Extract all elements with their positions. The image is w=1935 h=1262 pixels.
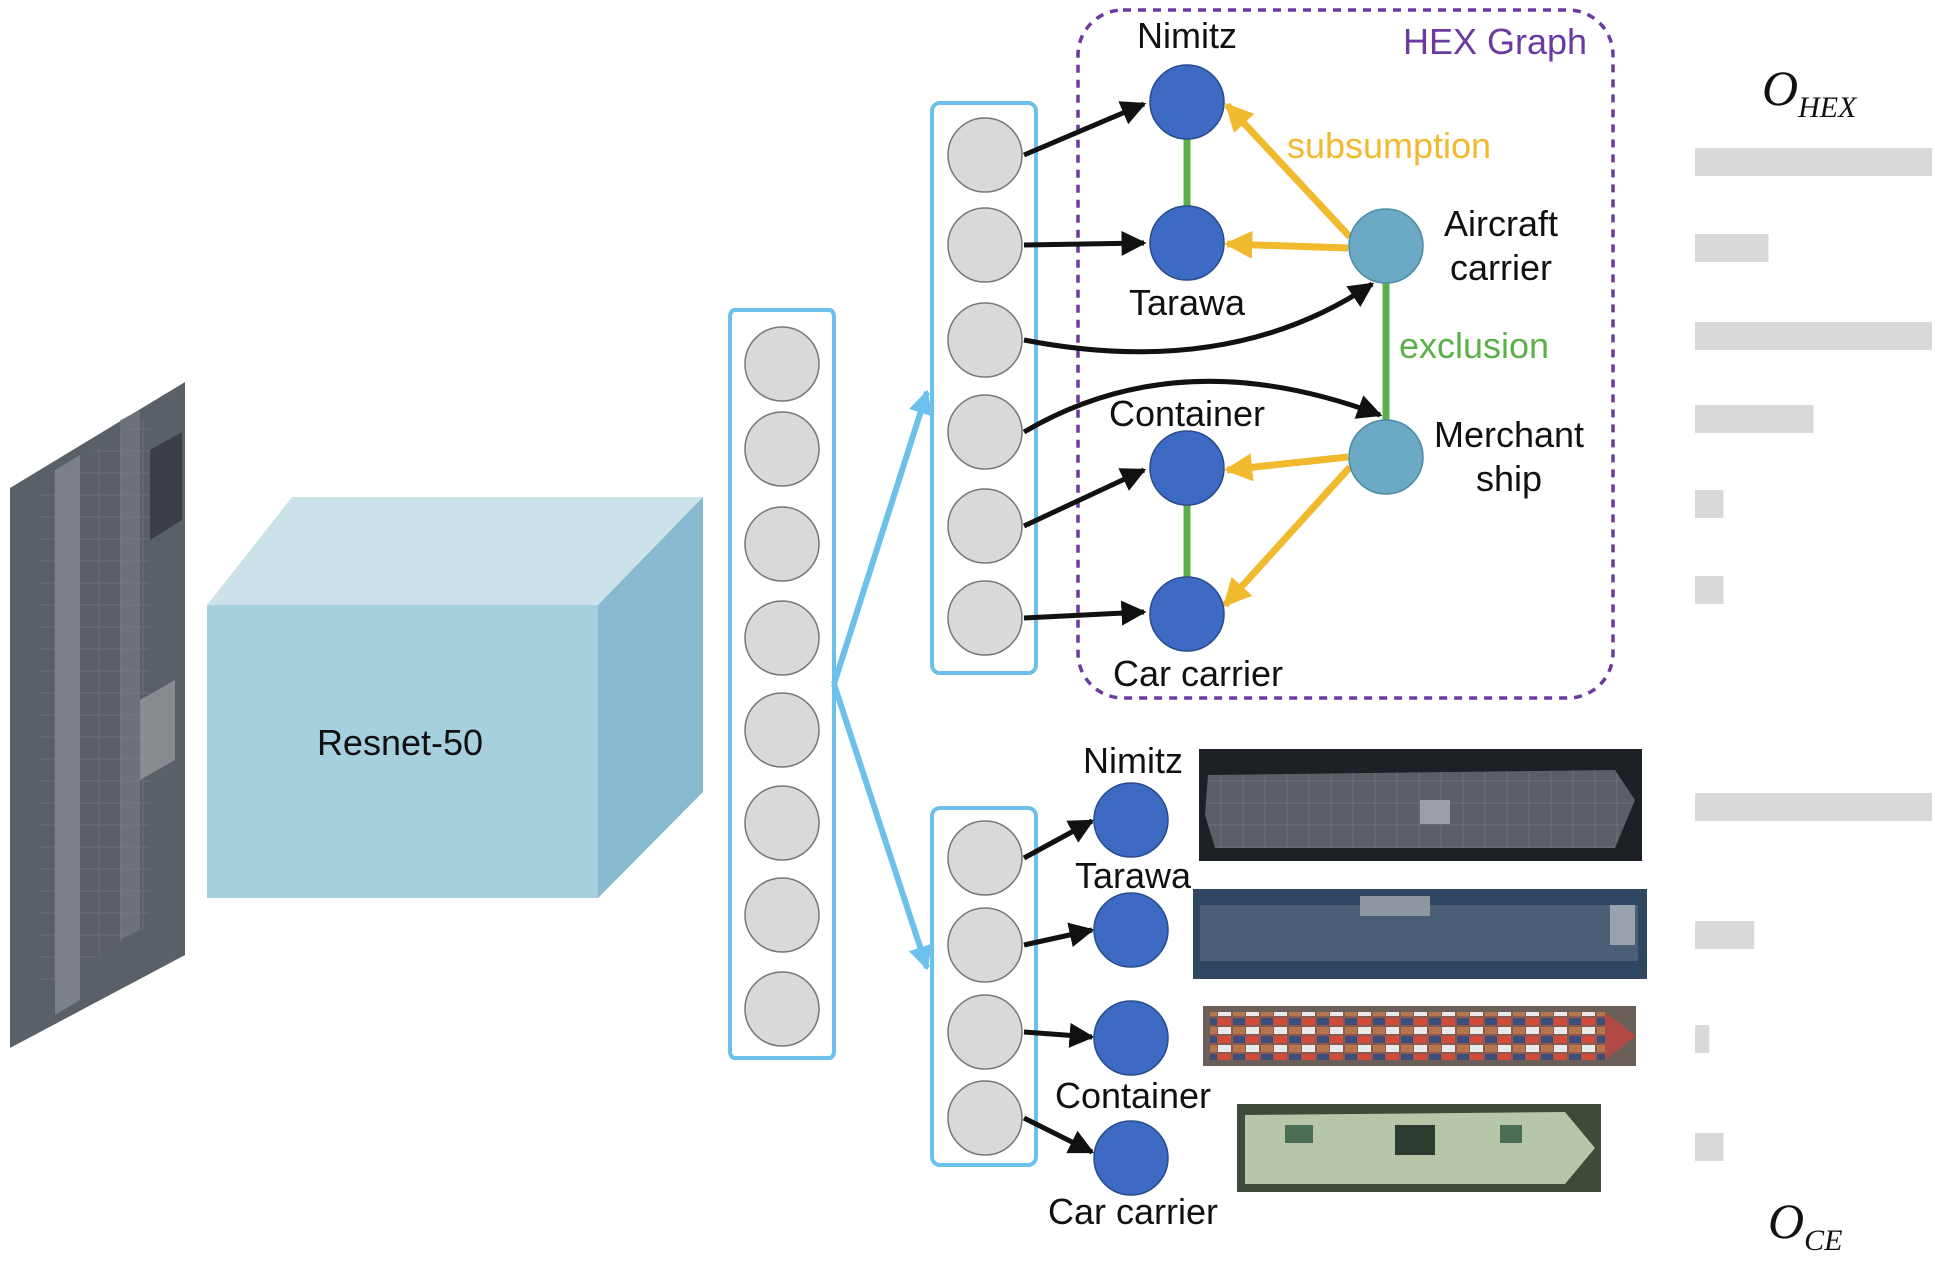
output-hex: OHEX (1695, 60, 1932, 604)
branch-arrow-hex (831, 389, 932, 685)
feature-neuron-2 (744, 411, 820, 487)
feature-neuron-6 (744, 785, 820, 861)
o-hex-bar-1 (1695, 148, 1932, 176)
hex-connections (1022, 101, 1383, 626)
thumbnail-car-carrier (1237, 1104, 1601, 1192)
o-hex-bar-3 (1695, 322, 1932, 350)
hex-arrow-merchant-ship (1022, 378, 1383, 435)
ce-logit-neuron-2 (947, 907, 1023, 983)
hex-arrow-container (1022, 467, 1147, 529)
hex-logit-neuron-6 (947, 580, 1023, 656)
ce-label-container: Container (1055, 1075, 1211, 1116)
ce-node-car-carrier (1093, 1120, 1169, 1196)
ce-arrow-nimitz (1022, 818, 1095, 861)
resnet-label: Resnet-50 (317, 722, 483, 763)
hex-graph-border (1076, 8, 1615, 700)
hex-arrow-car-carrier (1023, 600, 1147, 626)
hex-arrow-tarawa (1023, 230, 1147, 256)
node-container (1149, 430, 1225, 506)
feature-neuron-3 (744, 506, 820, 582)
label-merchant-ship-1: Merchant (1434, 414, 1584, 455)
ce-logit-neuron-3 (947, 994, 1023, 1070)
ce-node-container (1093, 1000, 1169, 1076)
node-merchant-ship (1348, 419, 1424, 495)
ce-label-tarawa: Tarawa (1075, 855, 1192, 896)
feature-neuron-8 (744, 971, 820, 1047)
o-hex-bar-6 (1695, 576, 1724, 604)
o-hex-bar-5 (1695, 490, 1724, 518)
thumbnail-nimitz (1199, 749, 1642, 861)
feature-column (728, 308, 836, 1060)
o-ce-label: OCE (1768, 1193, 1842, 1257)
hex-graph: HEX Graph subsumption exclusion Nimitz T… (1076, 8, 1615, 700)
branch-arrows (831, 389, 932, 971)
thumbnail-tarawa (1193, 889, 1647, 979)
o-ce-bar-4 (1695, 1133, 1724, 1161)
label-aircraft-carrier-2: carrier (1450, 247, 1552, 288)
ce-node-tarawa (1093, 892, 1169, 968)
hex-logit-neuron-2 (947, 207, 1023, 283)
ce-logit-neuron-4 (947, 1080, 1023, 1156)
subsumption-edge-4 (1222, 464, 1353, 608)
subsumption-label: subsumption (1287, 125, 1491, 166)
o-hex-label: OHEX (1762, 60, 1858, 124)
feature-neuron-7 (744, 877, 820, 953)
label-merchant-ship-2: ship (1476, 458, 1542, 499)
o-ce-bar-1 (1695, 793, 1932, 821)
ce-label-nimitz: Nimitz (1083, 740, 1183, 781)
branch-arrow-ce (831, 683, 932, 971)
subsumption-edge-2 (1224, 230, 1349, 259)
hex-arrow-nimitz (1023, 101, 1147, 158)
node-nimitz (1149, 64, 1225, 140)
hex-logit-neuron-1 (947, 117, 1023, 193)
node-tarawa (1149, 205, 1225, 281)
hex-logit-neuron-5 (947, 488, 1023, 564)
feature-neuron-1 (744, 326, 820, 402)
o-ce-bar-3 (1695, 1025, 1710, 1053)
thumbnail-container (1203, 1006, 1636, 1066)
cube-side (598, 497, 703, 898)
ce-label-car-carrier: Car carrier (1048, 1191, 1218, 1232)
subsumption-edge-1 (1224, 102, 1353, 240)
hex-logit-neuron-3 (947, 302, 1023, 378)
exclusion-label: exclusion (1399, 325, 1549, 366)
node-car-carrier (1149, 576, 1225, 652)
label-aircraft-carrier-1: Aircraft (1444, 203, 1558, 244)
cube-front (207, 605, 598, 898)
ce-arrow-tarawa (1023, 922, 1095, 948)
ce-head: Nimitz Tarawa Container Car carrier (1022, 740, 1647, 1232)
resnet-cube: Resnet-50 (207, 497, 703, 898)
hex-logits-column (930, 101, 1038, 675)
ce-node-nimitz (1093, 782, 1169, 858)
o-hex-bar-4 (1695, 405, 1814, 433)
label-tarawa: Tarawa (1129, 282, 1246, 323)
ce-logit-neuron-1 (947, 820, 1023, 896)
ce-logits-column (930, 806, 1038, 1167)
input-image (10, 382, 185, 1048)
ce-arrow-car-carrier (1022, 1115, 1095, 1155)
node-aircraft-carrier (1348, 208, 1424, 284)
hex-arrow-aircraft-carrier (1023, 281, 1375, 355)
o-ce-bar-2 (1695, 921, 1755, 949)
subsumption-edge-3 (1224, 453, 1349, 482)
feature-neuron-4 (744, 600, 820, 676)
label-car-carrier: Car carrier (1113, 653, 1283, 694)
hex-graph-title: HEX Graph (1403, 21, 1587, 62)
feature-neuron-5 (744, 692, 820, 768)
label-container: Container (1109, 393, 1265, 434)
ce-arrow-container (1023, 1022, 1095, 1048)
cube-top (207, 497, 703, 605)
o-hex-bar-2 (1695, 234, 1769, 262)
label-nimitz: Nimitz (1137, 15, 1237, 56)
hex-logit-neuron-4 (947, 394, 1023, 470)
output-ce: OCE (1695, 793, 1932, 1257)
